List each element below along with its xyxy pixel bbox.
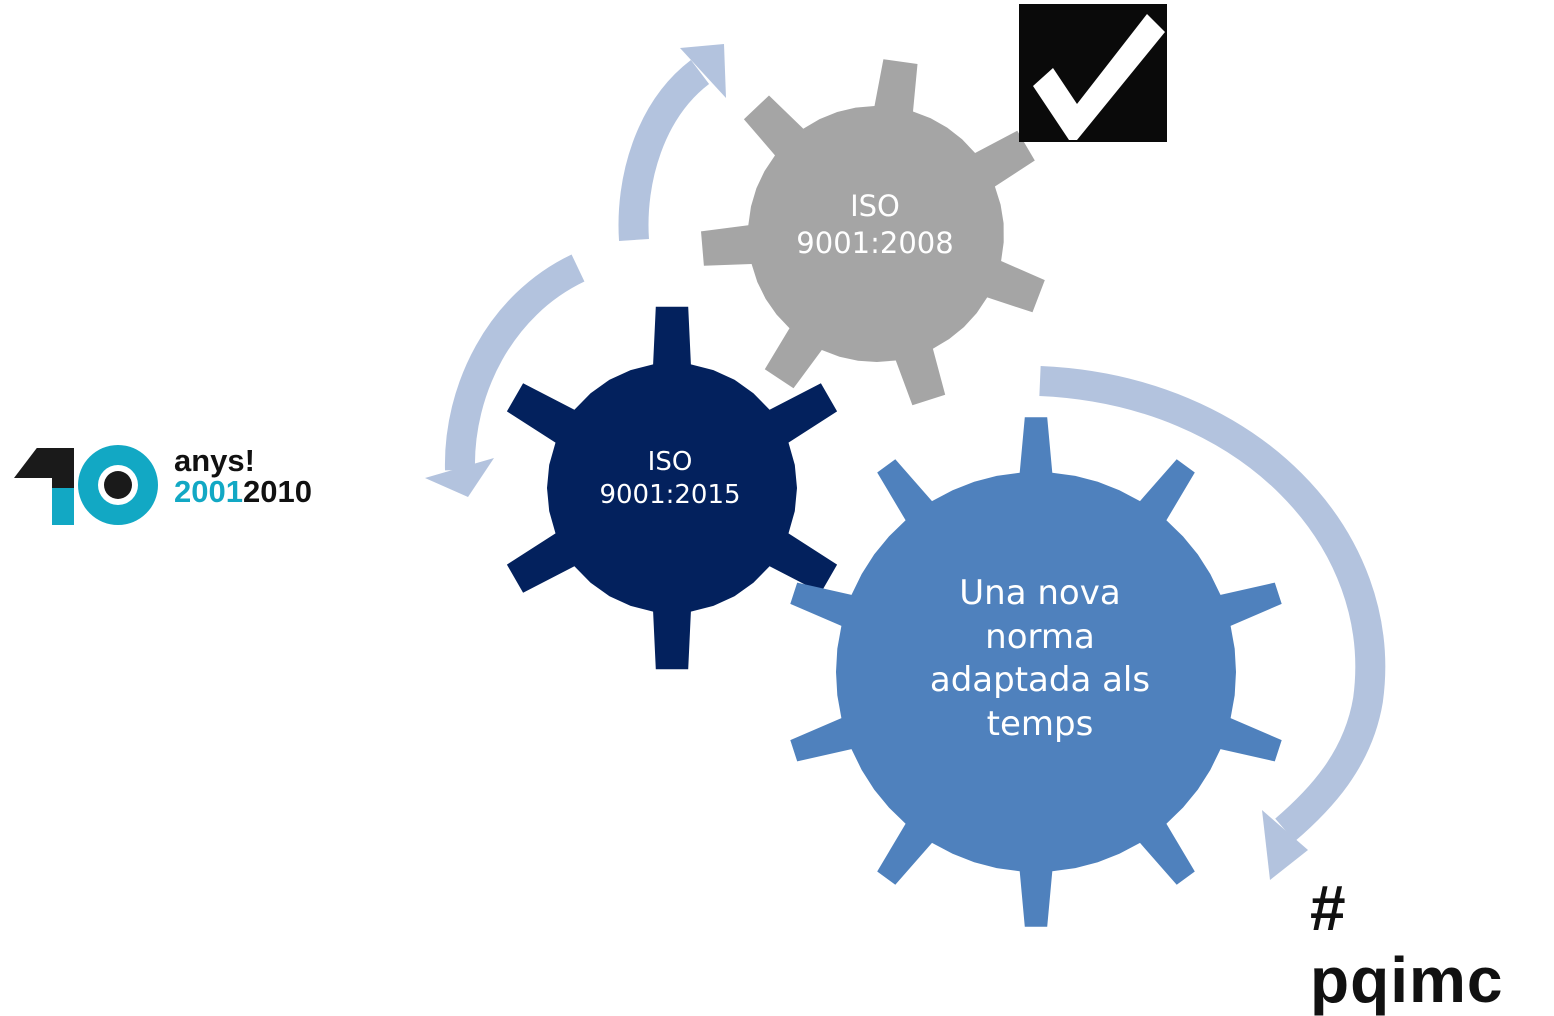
cycle-arrows bbox=[425, 44, 1386, 880]
arrow-left-down-head bbox=[425, 458, 494, 497]
arrow-right-down bbox=[1039, 366, 1386, 842]
logo-year-end: 2010 bbox=[242, 474, 312, 509]
gear-blue-shape bbox=[790, 417, 1282, 927]
check-icon bbox=[1019, 4, 1167, 142]
logo-digit-one-accent bbox=[52, 488, 74, 525]
logo-digit-one-top bbox=[14, 448, 52, 478]
hashtag-text: # pqimc bbox=[1310, 872, 1504, 1016]
logo-anys-text: anys! bbox=[174, 443, 255, 478]
logo-years-text: 20012010 bbox=[174, 475, 312, 509]
gear-iso-2008 bbox=[701, 59, 1045, 406]
gear-navy-shape bbox=[506, 306, 838, 670]
arrow-right-down-head bbox=[1262, 810, 1308, 880]
arrow-top-up bbox=[618, 60, 710, 241]
logo-digit-zero bbox=[78, 445, 158, 525]
gear-cycle-diagram bbox=[425, 44, 1386, 927]
gear-iso-2008-label: ISO 9001:2008 bbox=[796, 189, 954, 261]
ten-years-logo: anys! 20012010 bbox=[14, 440, 354, 530]
gear-new-standard bbox=[790, 417, 1282, 927]
arrow-left-down bbox=[444, 254, 585, 471]
arrow-top-up-head bbox=[680, 44, 726, 98]
gear-new-standard-label: Una nova norma adaptada als temps bbox=[929, 573, 1151, 744]
gear-iso-2015-label: ISO 9001:2015 bbox=[599, 447, 741, 511]
gear-gray-shape bbox=[701, 59, 1045, 406]
logo-year-start: 2001 bbox=[174, 474, 243, 509]
gear-iso-2015 bbox=[506, 306, 838, 670]
